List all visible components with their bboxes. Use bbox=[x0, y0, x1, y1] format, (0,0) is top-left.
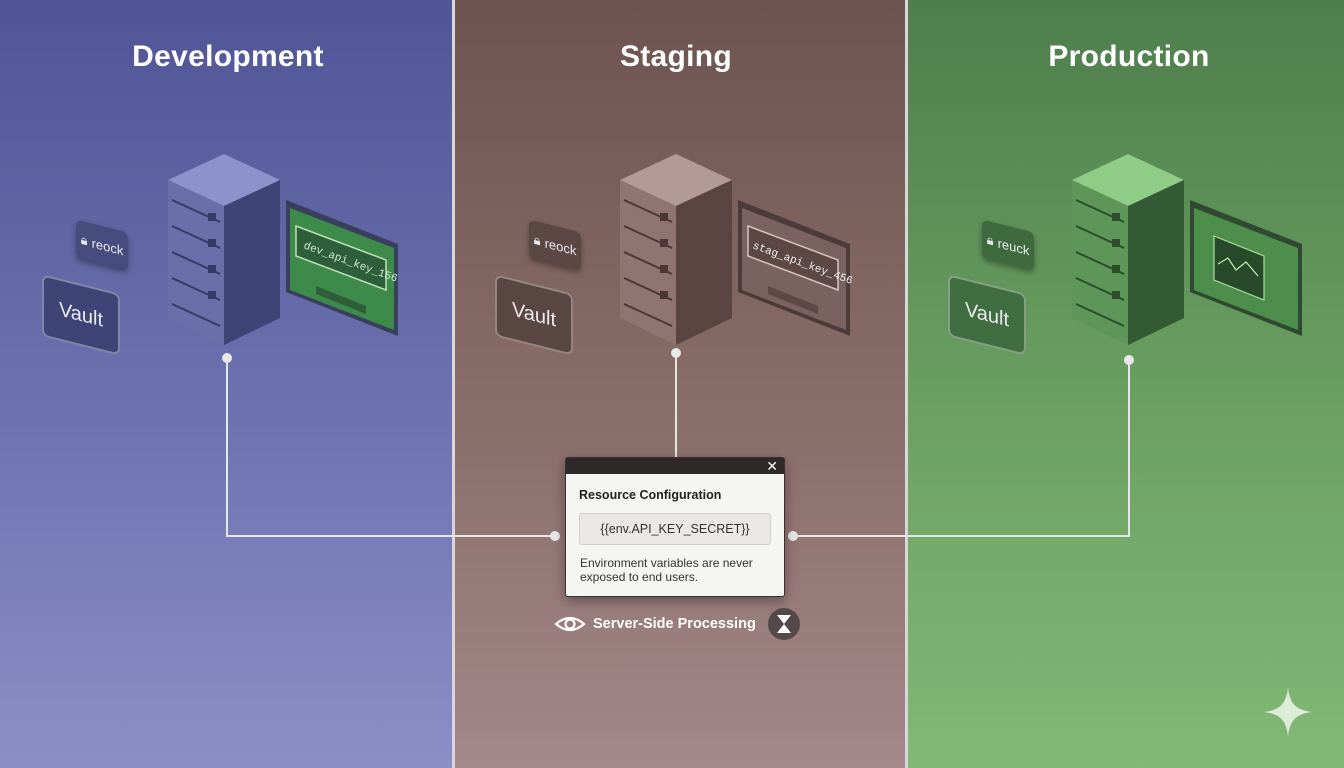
hourglass-icon bbox=[768, 608, 800, 640]
dialog-titlebar: ✕ bbox=[566, 458, 784, 474]
dialog-note: Environment variables are never exposed … bbox=[580, 556, 778, 584]
processing-label: Server-Side Processing bbox=[593, 616, 756, 632]
production-server bbox=[1072, 154, 1184, 345]
dialog-title: Resource Configuration bbox=[579, 488, 721, 502]
staging-server bbox=[620, 154, 732, 345]
server-side-processing: Server-Side Processing bbox=[555, 612, 756, 636]
resource-configuration-dialog: ✕ Resource Configuration {{env.API_KEY_S… bbox=[565, 457, 785, 597]
env-variable-field[interactable]: {{env.API_KEY_SECRET}} bbox=[579, 513, 771, 545]
production-screen bbox=[1190, 200, 1302, 336]
sparkle-icon bbox=[1262, 686, 1314, 738]
close-icon[interactable]: ✕ bbox=[766, 458, 778, 474]
development-server bbox=[168, 154, 280, 345]
